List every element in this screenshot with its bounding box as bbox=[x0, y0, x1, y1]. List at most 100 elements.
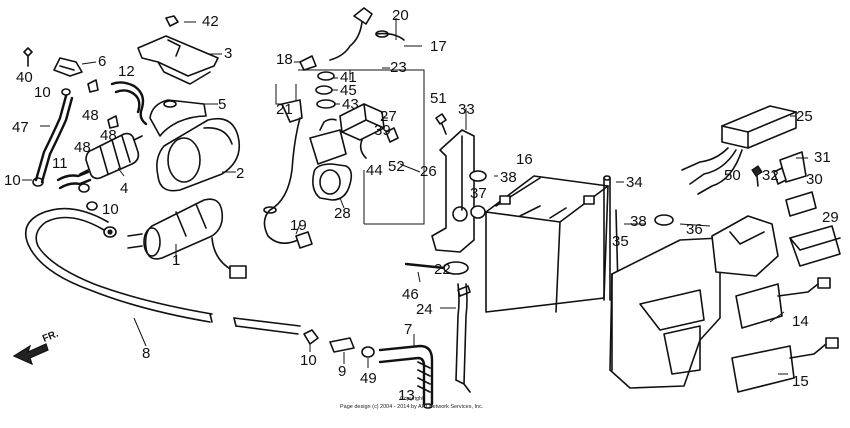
callout-32: 32 bbox=[762, 167, 779, 184]
callout-13: 13 bbox=[398, 387, 415, 404]
callout-47: 47 bbox=[12, 119, 29, 136]
callout-33: 33 bbox=[458, 101, 475, 118]
callout-10a: 10 bbox=[34, 84, 51, 101]
part-33-battery-bracket bbox=[431, 129, 475, 253]
callout-7: 7 bbox=[404, 321, 412, 338]
part-47-fuel-hose bbox=[34, 94, 74, 184]
callout-28: 28 bbox=[334, 205, 351, 222]
part-40-bolt bbox=[23, 47, 33, 67]
callout-42: 42 bbox=[202, 13, 219, 30]
part-4-fuel-filter bbox=[79, 132, 143, 180]
callout-44: 44 bbox=[366, 162, 383, 179]
callout-21: 21 bbox=[276, 101, 293, 118]
callout-29: 29 bbox=[822, 209, 839, 226]
part-3-bracket bbox=[137, 35, 219, 85]
callout-23: 23 bbox=[390, 59, 407, 76]
part-14-relay-unit bbox=[735, 277, 831, 329]
part-29-regulator bbox=[789, 225, 841, 267]
part-20-wire bbox=[329, 7, 405, 61]
part-9-fitting bbox=[329, 337, 355, 353]
callout-1: 1 bbox=[172, 252, 180, 269]
part-27-relay bbox=[339, 103, 385, 141]
part-44-wire bbox=[359, 139, 367, 159]
part-52-clip bbox=[385, 127, 399, 143]
part-12-hose bbox=[110, 81, 148, 126]
callout-6: 6 bbox=[98, 53, 106, 70]
front-direction-label: FR. bbox=[41, 328, 60, 344]
callout-26: 26 bbox=[420, 163, 437, 180]
callout-12: 12 bbox=[118, 63, 135, 80]
part-10-clamp-mid bbox=[103, 226, 117, 238]
part-10-clamp-left bbox=[32, 177, 44, 187]
callout-38a: 38 bbox=[500, 169, 517, 186]
part-36-battery-tray bbox=[609, 215, 779, 389]
callout-40: 40 bbox=[16, 69, 33, 86]
callout-10c: 10 bbox=[102, 201, 119, 218]
callout-48a: 48 bbox=[82, 107, 99, 124]
part-25-ignitor-module bbox=[681, 105, 797, 195]
callout-5: 5 bbox=[218, 96, 226, 113]
part-2-cover bbox=[156, 117, 241, 192]
callout-8: 8 bbox=[142, 345, 150, 362]
callout-3: 3 bbox=[224, 45, 232, 62]
copyright-line-2: Page design (c) 2004 - 2014 by ARI Netwo… bbox=[340, 404, 484, 410]
part-10-clamp-top bbox=[61, 88, 71, 96]
part-30-block bbox=[785, 191, 817, 217]
callout-17: 17 bbox=[430, 38, 447, 55]
callout-41: 41 bbox=[340, 69, 357, 86]
part-28-ignition-unit bbox=[309, 118, 353, 201]
callout-15: 15 bbox=[792, 373, 809, 390]
callout-10d: 10 bbox=[300, 352, 317, 369]
part-15-relay-unit bbox=[731, 337, 839, 393]
part-41-43-45-spacers bbox=[315, 71, 336, 109]
part-11-hose bbox=[56, 170, 92, 190]
copyright-line-1: Copyright bbox=[400, 396, 424, 402]
part-18-connector bbox=[299, 55, 317, 71]
part-48-clamp-filter bbox=[78, 183, 98, 211]
part-21-cover bbox=[281, 99, 303, 123]
part-50-screw bbox=[751, 165, 763, 187]
callout-18: 18 bbox=[276, 51, 293, 68]
callout-24: 24 bbox=[416, 301, 433, 318]
part-49-clamp bbox=[361, 346, 375, 358]
callout-9: 9 bbox=[338, 363, 346, 380]
callout-14: 14 bbox=[792, 313, 809, 330]
callout-48b: 48 bbox=[100, 127, 117, 144]
callout-27: 27 bbox=[380, 108, 397, 125]
part-48-clamp bbox=[87, 79, 119, 129]
part-19-wire bbox=[263, 117, 313, 249]
front-direction-arrow-icon: FR. bbox=[12, 328, 60, 366]
part-32-clip bbox=[773, 167, 787, 185]
callout-numbers: 1 2 3 4 5 6 7 8 9 10 10 10 10 11 12 13 1… bbox=[4, 7, 839, 404]
callout-50: 50 bbox=[724, 167, 741, 184]
part-24-strap bbox=[455, 283, 471, 393]
leader-lines bbox=[22, 18, 808, 375]
callout-48c: 48 bbox=[74, 139, 91, 156]
callout-19: 19 bbox=[290, 217, 307, 234]
part-38-grommet bbox=[469, 170, 674, 226]
callout-25: 25 bbox=[796, 108, 813, 125]
part-10-clamp-bottom bbox=[303, 329, 319, 345]
callout-52: 52 bbox=[388, 158, 405, 175]
part-22-cap bbox=[443, 261, 469, 275]
callout-11: 11 bbox=[52, 155, 68, 172]
part-6-clip bbox=[53, 57, 83, 77]
callout-36: 36 bbox=[686, 221, 703, 238]
callout-46: 46 bbox=[402, 286, 419, 303]
callout-10b: 10 bbox=[4, 172, 21, 189]
callout-20: 20 bbox=[392, 7, 409, 24]
callout-49: 49 bbox=[360, 370, 377, 387]
callout-37: 37 bbox=[470, 185, 487, 202]
part-1-condenser bbox=[127, 198, 247, 279]
callout-4: 4 bbox=[120, 180, 128, 197]
part-42-nut bbox=[165, 15, 179, 27]
part-51-bolt bbox=[435, 113, 447, 135]
copyright-notice: Copyright Page design (c) 2004 - 2014 by… bbox=[340, 396, 484, 410]
callout-45: 45 bbox=[340, 82, 357, 99]
callout-31: 31 bbox=[814, 149, 831, 166]
part-8-long-hose bbox=[24, 207, 301, 335]
callout-30: 30 bbox=[806, 171, 823, 188]
callout-2: 2 bbox=[236, 165, 244, 182]
callout-22: 22 bbox=[434, 261, 451, 278]
callout-34: 34 bbox=[626, 174, 643, 191]
